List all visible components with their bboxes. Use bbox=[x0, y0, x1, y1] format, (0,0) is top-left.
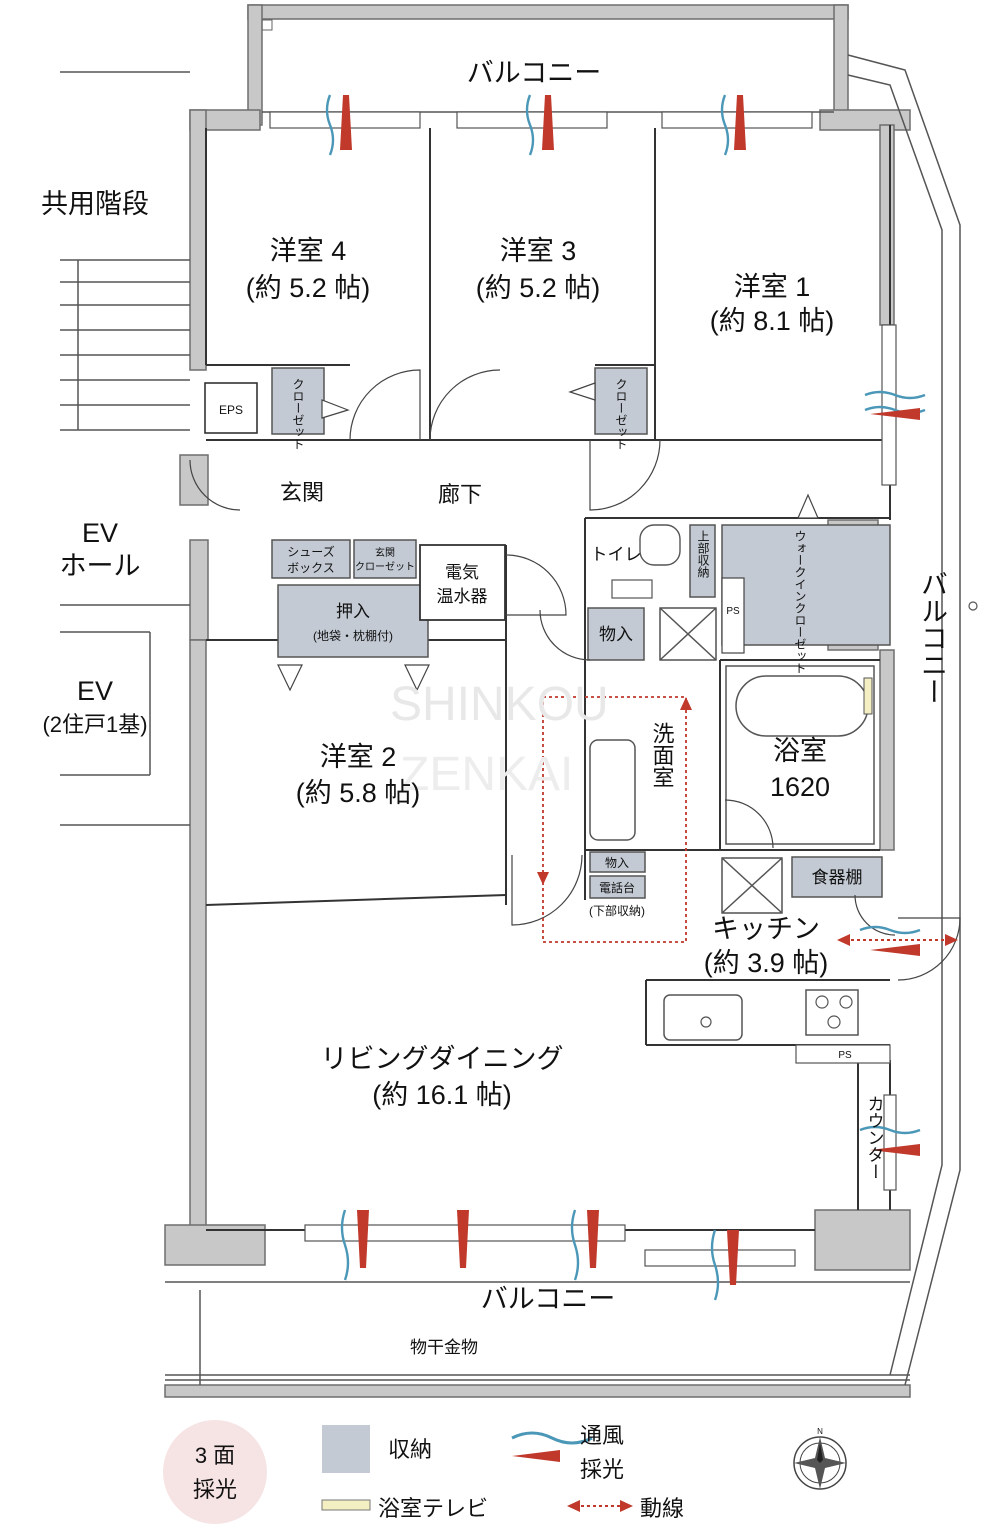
ev-hall-label-1: EV bbox=[82, 518, 118, 548]
light-swatch bbox=[512, 1450, 560, 1462]
windows bbox=[269, 111, 897, 1267]
entrance-label: 玄関 bbox=[280, 480, 324, 505]
water-heater-label-1: 電気 bbox=[445, 563, 479, 582]
storage-label-2: 物入 bbox=[605, 856, 629, 870]
oshiire-note: (地袋・枕棚付) bbox=[313, 628, 393, 643]
ventilation-marks bbox=[325, 94, 926, 1301]
room3-size: (約 5.2 帖) bbox=[476, 273, 601, 303]
ev-label: EV bbox=[77, 676, 113, 706]
storage-label-1: 物入 bbox=[599, 625, 633, 644]
legend-flow: 動線 bbox=[640, 1496, 684, 1521]
room2-name: 洋室 2 bbox=[320, 742, 397, 772]
bath-size: 1620 bbox=[770, 772, 830, 802]
phone-stand-note: (下部収納) bbox=[589, 903, 645, 918]
counter-label: カウンター bbox=[865, 1095, 884, 1180]
corridor-label: 廊下 bbox=[438, 482, 482, 507]
eps-label: EPS bbox=[219, 403, 243, 417]
legend-daylight: 採光 bbox=[580, 1457, 624, 1482]
legend-storage: 収納 bbox=[388, 1437, 432, 1462]
bath-tv-swatch bbox=[321, 1499, 371, 1511]
badge-line-2: 採光 bbox=[193, 1477, 237, 1502]
watermark-top: SHINKOU bbox=[390, 678, 609, 731]
legend: 3 面 採光 収納 通風 採光 浴室テレビ 動線 N bbox=[163, 1420, 847, 1524]
badge-line-1: 3 面 bbox=[195, 1443, 235, 1468]
room3-name: 洋室 3 bbox=[500, 236, 577, 266]
room1-size: (約 8.1 帖) bbox=[710, 306, 835, 336]
storage-swatch bbox=[322, 1425, 370, 1473]
drying-rack-label: 物干金物 bbox=[410, 1338, 478, 1357]
oshiire-label: 押入 bbox=[336, 602, 370, 621]
door-swings bbox=[189, 369, 961, 981]
water-heater-label-2: 温水器 bbox=[437, 587, 488, 606]
entrance-closet-label-1: 玄関 bbox=[375, 546, 395, 559]
shared-stairs bbox=[60, 71, 190, 826]
shared-stairs-label: 共用階段 bbox=[41, 189, 149, 219]
entrance-closet-label-2: クローゼット bbox=[355, 561, 415, 573]
toilet-label: トイレ bbox=[591, 545, 642, 564]
balcony-right-label: バルコニー bbox=[917, 570, 947, 705]
balcony-top-label: バルコニー bbox=[467, 58, 601, 88]
interior-walls bbox=[205, 125, 891, 1231]
kitchen-name: キッチン bbox=[712, 914, 820, 944]
closet-left-label: クローゼット bbox=[291, 378, 305, 450]
fixtures bbox=[589, 524, 891, 1064]
three-sides-badge bbox=[163, 1420, 267, 1524]
upper-storage-label: 上部収納 bbox=[696, 530, 710, 578]
ev-note: (2住戸1基) bbox=[42, 712, 147, 737]
cupboard-label: 食器棚 bbox=[812, 868, 863, 887]
shoes-box-label-2: ボックス bbox=[287, 561, 335, 575]
legend-bath-tv: 浴室テレビ bbox=[378, 1496, 488, 1521]
room1-name: 洋室 1 bbox=[734, 272, 811, 302]
washroom-label: 洗面室 bbox=[650, 722, 675, 788]
daylight-marks bbox=[340, 95, 920, 1285]
wind-swatch bbox=[511, 1431, 593, 1445]
flow-route bbox=[537, 696, 958, 946]
north-label: N bbox=[817, 1427, 823, 1436]
compass-icon: N bbox=[793, 1427, 847, 1490]
wic-label: ウォークインクローゼット bbox=[793, 530, 807, 674]
ev-hall-label-2: ホール bbox=[60, 551, 141, 581]
ps-label-1: PS bbox=[726, 606, 740, 617]
living-name: リビングダイニング bbox=[321, 1044, 564, 1074]
ps-label-2: PS bbox=[838, 1050, 852, 1061]
phone-stand-label: 電話台 bbox=[599, 880, 635, 895]
room4-size: (約 5.2 帖) bbox=[246, 273, 371, 303]
storage-blocks bbox=[204, 367, 891, 914]
closet-right-label: クローゼット bbox=[614, 378, 628, 450]
shoes-box-label-1: シューズ bbox=[287, 544, 334, 559]
legend-ventilation: 通風 bbox=[580, 1423, 624, 1448]
balcony-bottom-label: バルコニー bbox=[481, 1284, 615, 1314]
watermark-bottom: ZENKAI bbox=[400, 748, 573, 801]
bath-name: 浴室 bbox=[773, 736, 827, 766]
kitchen-size: (約 3.9 帖) bbox=[704, 948, 829, 978]
room4-name: 洋室 4 bbox=[270, 236, 347, 266]
room2-size: (約 5.8 帖) bbox=[296, 778, 421, 808]
living-size: (約 16.1 帖) bbox=[372, 1080, 512, 1110]
